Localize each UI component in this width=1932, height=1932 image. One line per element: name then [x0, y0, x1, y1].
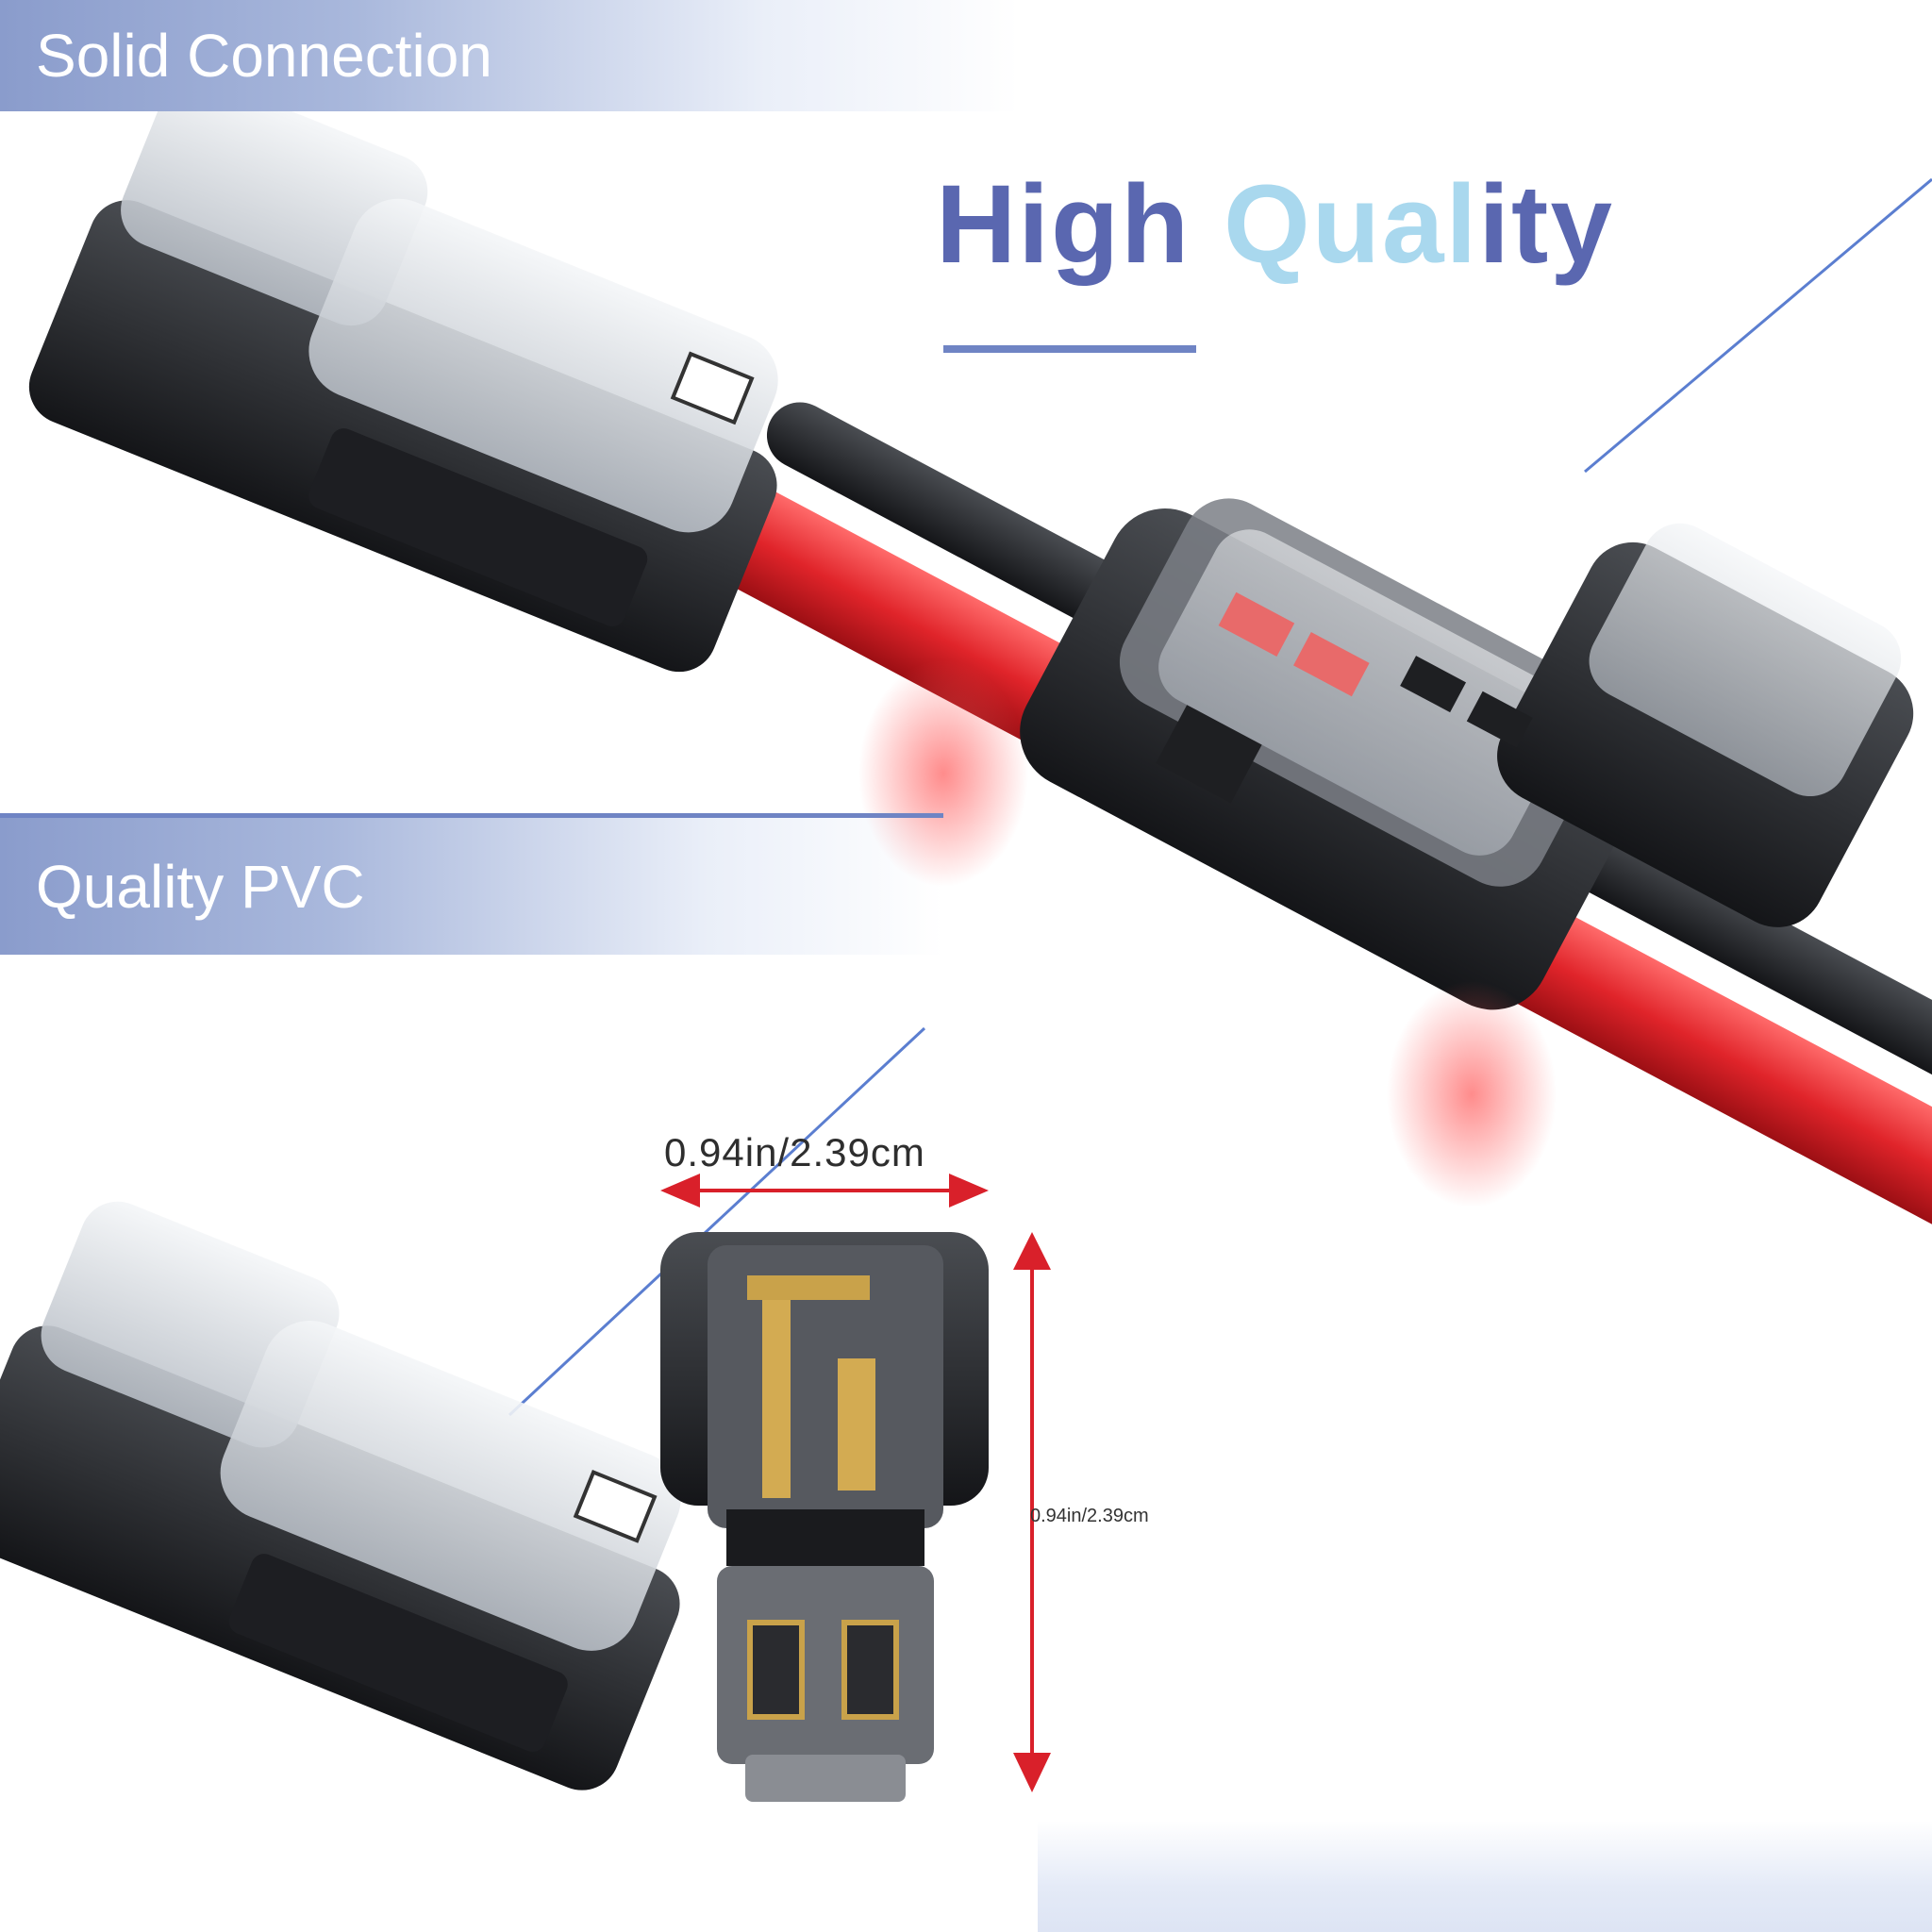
solid-connection-text: Solid Connection: [36, 22, 492, 90]
connector-front-view: [660, 1232, 989, 1802]
height-dimension-label: 0.94in/2.39cm: [1030, 1506, 1149, 1526]
callout-line: [1584, 177, 1932, 474]
connector-bottom-left: [0, 1201, 681, 1790]
headline-word-qual: Qual: [1223, 162, 1479, 287]
quality-pvc-banner: Quality PVC: [0, 813, 943, 955]
headline: High Quality: [936, 160, 1614, 289]
headline-underline: [943, 345, 1196, 353]
connector-top-left: [28, 75, 778, 673]
solid-connection-banner: Solid Connection: [0, 0, 1019, 111]
quality-pvc-text: Quality PVC: [36, 852, 365, 921]
callout-line: [508, 1026, 926, 1417]
width-dimension-arrow: [660, 1174, 989, 1208]
height-dimension-arrow: [1013, 1232, 1051, 1792]
main-connector: [858, 498, 1914, 1208]
headline-word-ity: ity: [1478, 162, 1614, 287]
headline-word-high: High: [936, 162, 1191, 287]
width-dimension-label: 0.94in/2.39cm: [664, 1130, 925, 1174]
bottom-gradient-bar: [1038, 1821, 1932, 1932]
